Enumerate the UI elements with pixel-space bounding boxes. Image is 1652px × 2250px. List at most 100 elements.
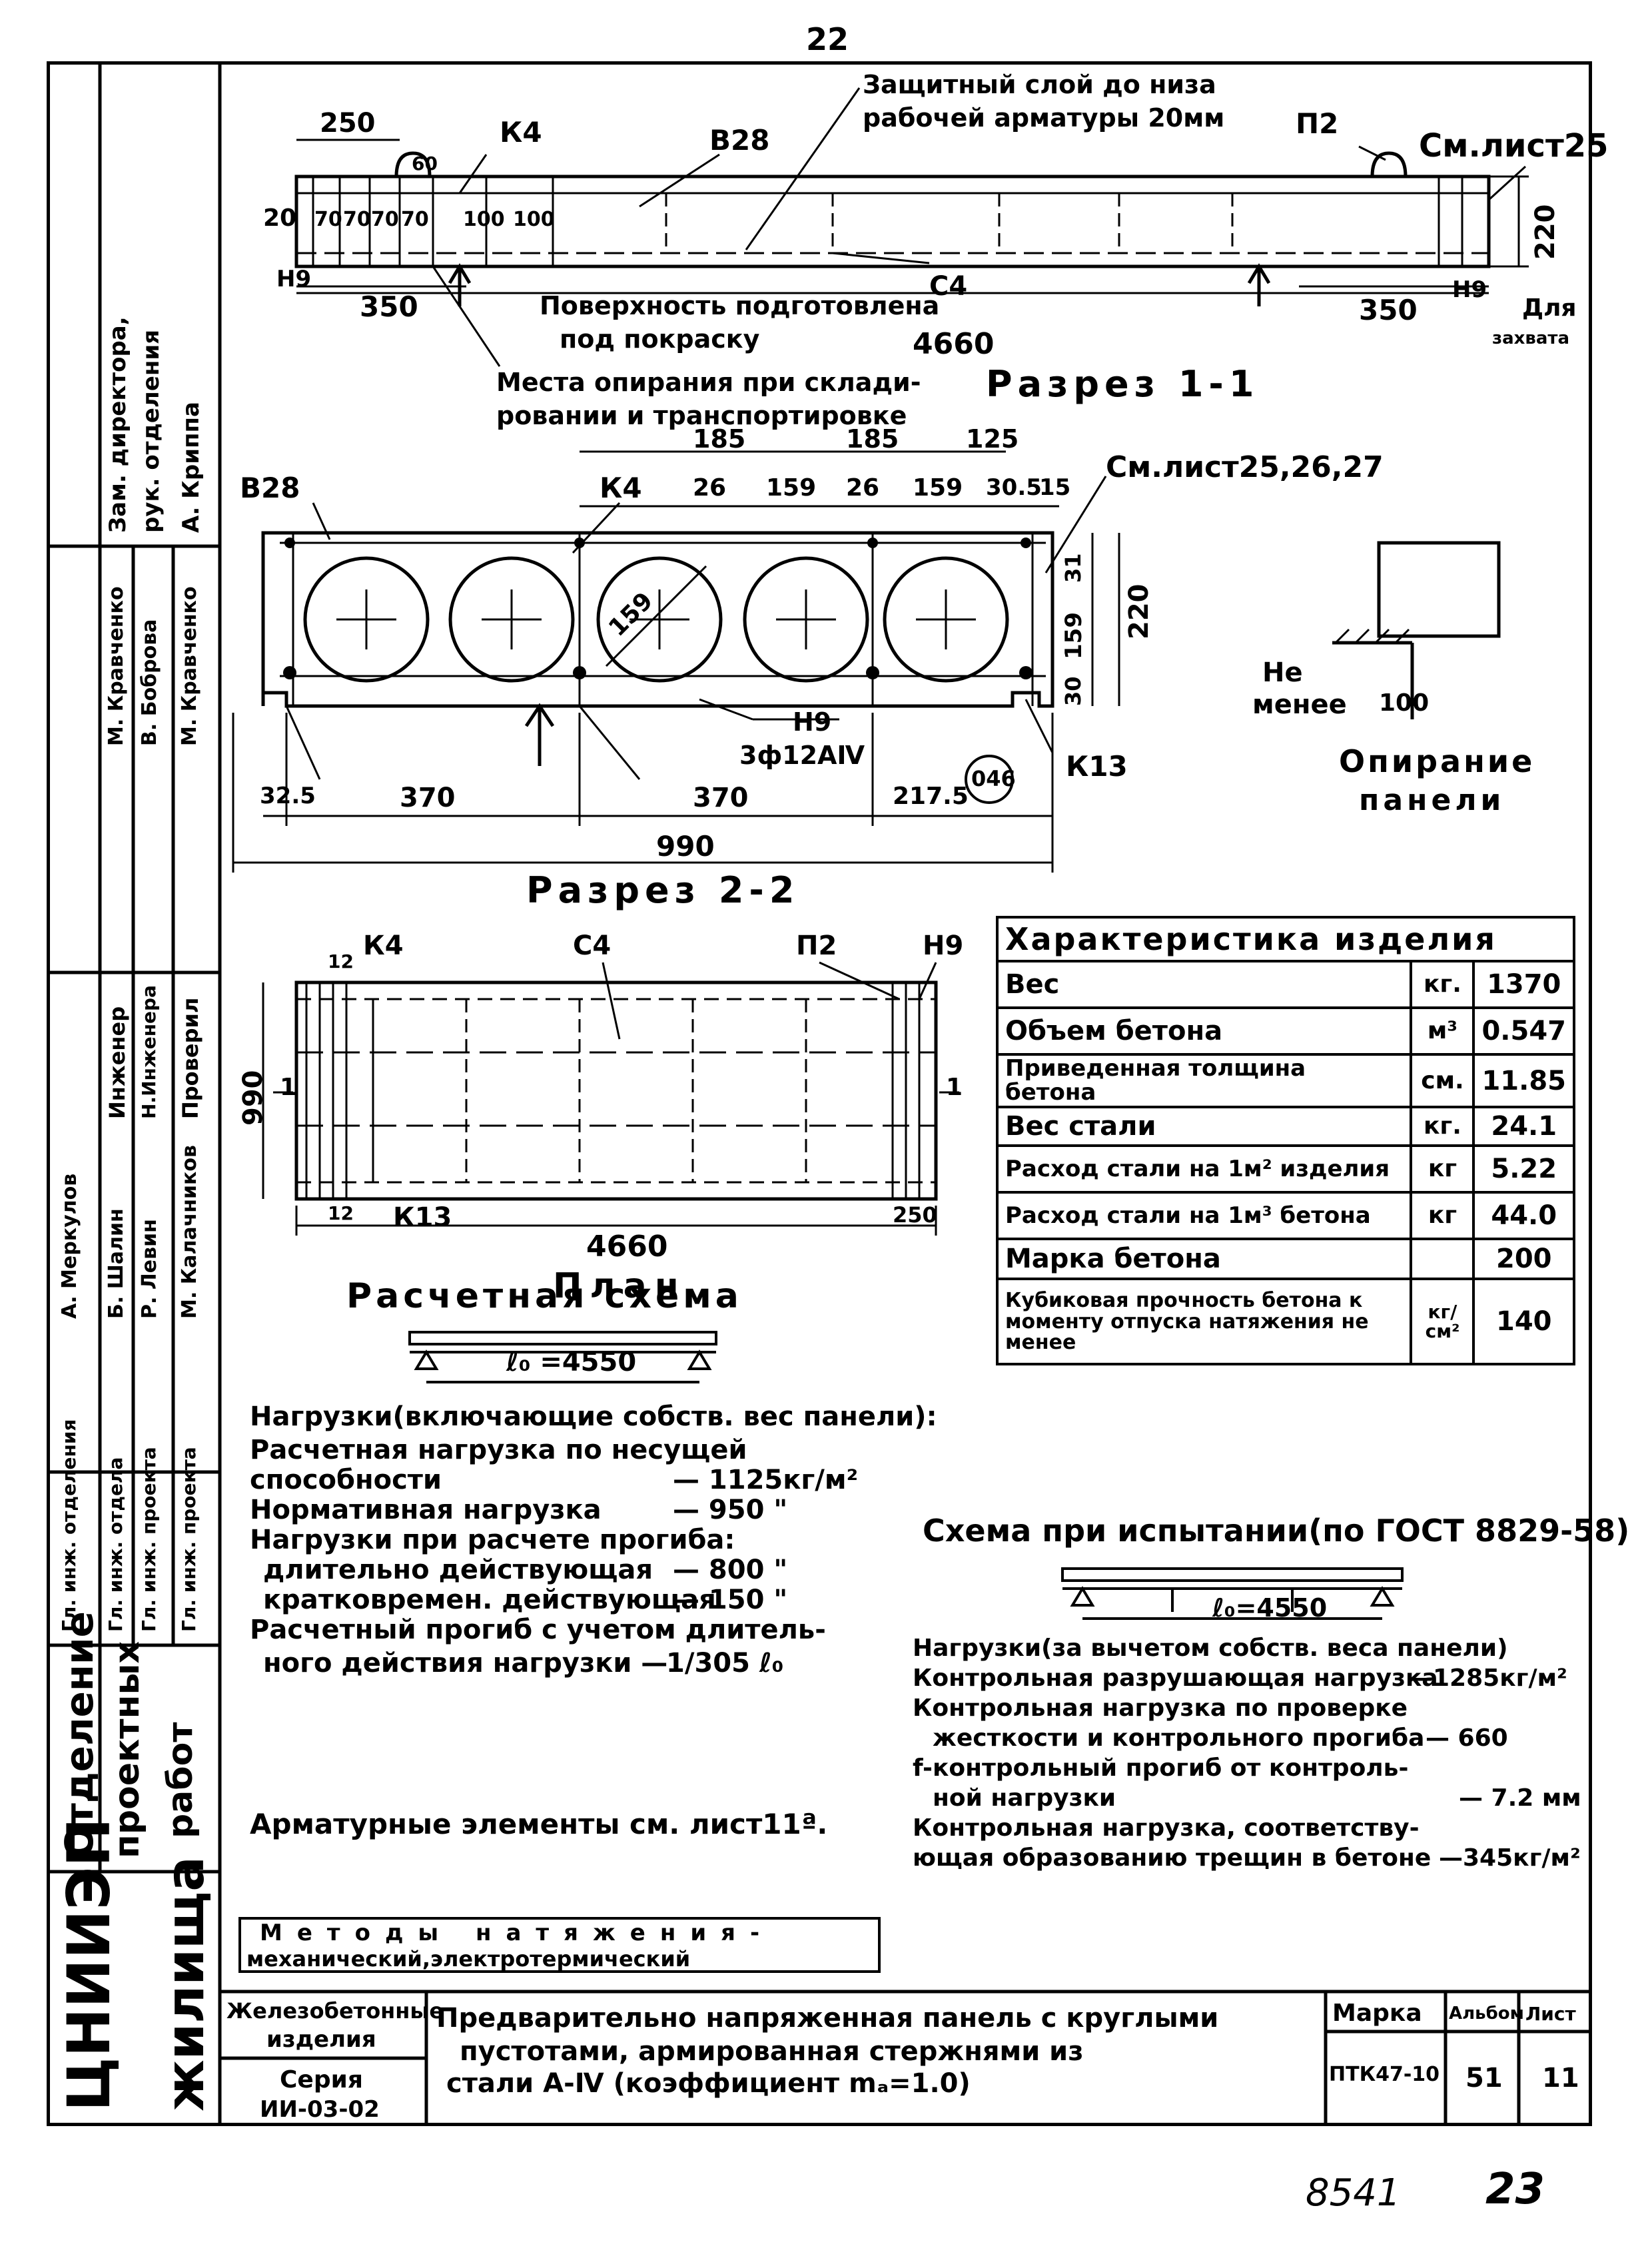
dim-350-left: 350	[360, 290, 418, 323]
name-left-3: Р. Левин	[138, 1219, 161, 1319]
org-sub: жилища	[156, 1856, 216, 2111]
char-value: 5.22	[1472, 1144, 1575, 1194]
dim-217-5: 217.5	[893, 783, 969, 810]
section-1-1-beam	[294, 87, 1529, 367]
calc-line-8: ного действия нагрузки —	[263, 1648, 668, 1679]
album-label: Альбом	[1449, 2004, 1524, 2024]
dim-159a: 159	[766, 474, 817, 502]
support-detail	[1332, 541, 1501, 719]
section-1-1-title: Разрез 1-1	[986, 363, 1260, 405]
plan-n9: Н9	[923, 931, 964, 961]
dim-32-5: 32.5	[260, 783, 316, 809]
calc-scheme-beam	[408, 1331, 717, 1383]
char-unit: кг.	[1410, 960, 1475, 1009]
not-less-1: Не	[1262, 657, 1303, 688]
calc-line-5: длительно действующая	[263, 1555, 653, 1585]
support-title-2: панели	[1359, 783, 1505, 817]
char-name: Вес	[995, 960, 1413, 1009]
sheet-value: 11	[1542, 2063, 1579, 2093]
footer-handwritten: 8541	[1306, 2171, 1401, 2215]
not-less-2: менее	[1252, 689, 1347, 720]
test-value-8: —345кг/м²	[1439, 1844, 1581, 1872]
section-2-2-bars	[283, 538, 1032, 679]
calc-line-1: Расчетная нагрузка по несущей	[250, 1435, 747, 1465]
plan-k13: К13	[393, 1202, 452, 1233]
description-3: стали А-Ⅳ (коэффициент mₐ=1.0)	[446, 2068, 971, 2099]
width-990-2: 990	[656, 830, 715, 863]
dim-350-right: 350	[1359, 294, 1418, 326]
char-name: Марка бетона	[995, 1238, 1413, 1281]
tension-methods-box	[238, 1917, 881, 1973]
dim-185a: 185	[693, 424, 746, 454]
test-line-3: Контрольная нагрузка по проверке	[913, 1694, 1408, 1722]
role2-1: Инженер	[105, 1006, 130, 1119]
char-name: Вес стали	[995, 1106, 1413, 1148]
calc-value-6: — 150 "	[673, 1585, 788, 1615]
name-left-1: А. Меркулов	[58, 1173, 81, 1319]
plan-p2: П2	[796, 931, 837, 961]
calc-value-8: 1/305 ℓ₀	[666, 1648, 784, 1679]
calc-scheme-span: ℓ₀ =4550	[506, 1347, 637, 1377]
dim-26b: 26	[846, 474, 880, 502]
description-1: Предварительно напряженная панель с круг…	[436, 2003, 1219, 2034]
dept-2: проектных	[107, 1641, 147, 1858]
label-p2-1: П2	[1296, 107, 1339, 140]
calc-line-7: Расчетный прогиб с учетом длитель-	[250, 1615, 826, 1645]
category-1: Железобетонные	[226, 1998, 444, 2024]
char-value: 24.1	[1472, 1106, 1575, 1148]
dim-26a: 26	[693, 474, 727, 502]
tension-methods-2: механический,электротермический	[246, 1946, 691, 1972]
characteristics-title: Характеристика изделия	[996, 916, 1575, 962]
length-4660-1: 4660	[913, 327, 995, 361]
dim-31: 31	[1060, 553, 1086, 583]
height-220-1: 220	[1530, 204, 1561, 260]
char-unit	[1410, 1238, 1475, 1281]
calc-loads-title: Нагрузки(включающие собств. вес панели):	[250, 1401, 937, 1432]
plan-length-4660: 4660	[586, 1230, 668, 1264]
label-n9-2: Н9	[793, 707, 832, 737]
dim-left-100a: 100	[463, 208, 505, 231]
dim-159b: 159	[913, 474, 963, 502]
role3-2: рук. отделения	[138, 329, 165, 533]
sheet-label: Лист	[1525, 2003, 1576, 2025]
test-line-5: f-контрольный прогиб от контроль-	[913, 1754, 1409, 1782]
char-unit: кг/см²	[1410, 1278, 1475, 1366]
char-unit: кг	[1410, 1191, 1475, 1241]
label-n9-right: Н9	[1452, 276, 1487, 303]
char-name: Расход стали на 1м² изделия	[995, 1144, 1413, 1194]
name-left-2: Б. Шалин	[105, 1208, 128, 1319]
plan-view	[262, 961, 959, 1236]
calc-line-4: Нагрузки при расчете прогиба:	[250, 1525, 735, 1555]
label-k13-2: К13	[1066, 750, 1128, 783]
calc-scheme-title: Расчетная схема	[346, 1276, 743, 1316]
test-line-7: Контрольная нагрузка, соответству-	[913, 1814, 1420, 1842]
plan-c4: С4	[573, 931, 612, 961]
height-220-2: 220	[1124, 583, 1154, 640]
grip-note-2: захвата	[1492, 328, 1570, 348]
protective-layer-note-2: рабочей арматуры 20мм	[863, 103, 1225, 133]
dept-3: работ	[161, 1722, 201, 1838]
protective-layer-note-1: Защитный слой до низа	[863, 70, 1216, 99]
dim-left-70b: 70	[343, 208, 371, 231]
sheet-frame	[47, 61, 1592, 2126]
label-n9-left: Н9	[276, 266, 312, 292]
series-value: ИИ-03-02	[260, 2096, 380, 2123]
section-2-2-shape	[232, 450, 1120, 873]
dim-left-70d: 70	[401, 208, 429, 231]
test-line-4: жесткости и контрольного прогиба	[933, 1724, 1425, 1752]
series-label: Серия	[280, 2066, 363, 2093]
test-line-6: ной нагрузки	[933, 1784, 1116, 1812]
role3-3: А. Криппа	[178, 402, 205, 533]
dim-15: 15	[1039, 474, 1071, 501]
char-value: 140	[1472, 1278, 1575, 1366]
calc-line-2: способности	[250, 1465, 442, 1495]
support-title-1: Опирание	[1339, 743, 1535, 779]
plan-dim-12-bottom: 12	[328, 1202, 354, 1224]
description-2: пустотами, армированная стержнями из	[460, 2036, 1084, 2067]
dim-370b: 370	[693, 783, 749, 813]
dim-30-5: 30.5	[986, 474, 1042, 501]
char-name: Расход стали на 1м³ бетона	[995, 1191, 1413, 1241]
test-scheme-title: Схема при испытании(по ГОСТ 8829-58)	[923, 1513, 1630, 1549]
